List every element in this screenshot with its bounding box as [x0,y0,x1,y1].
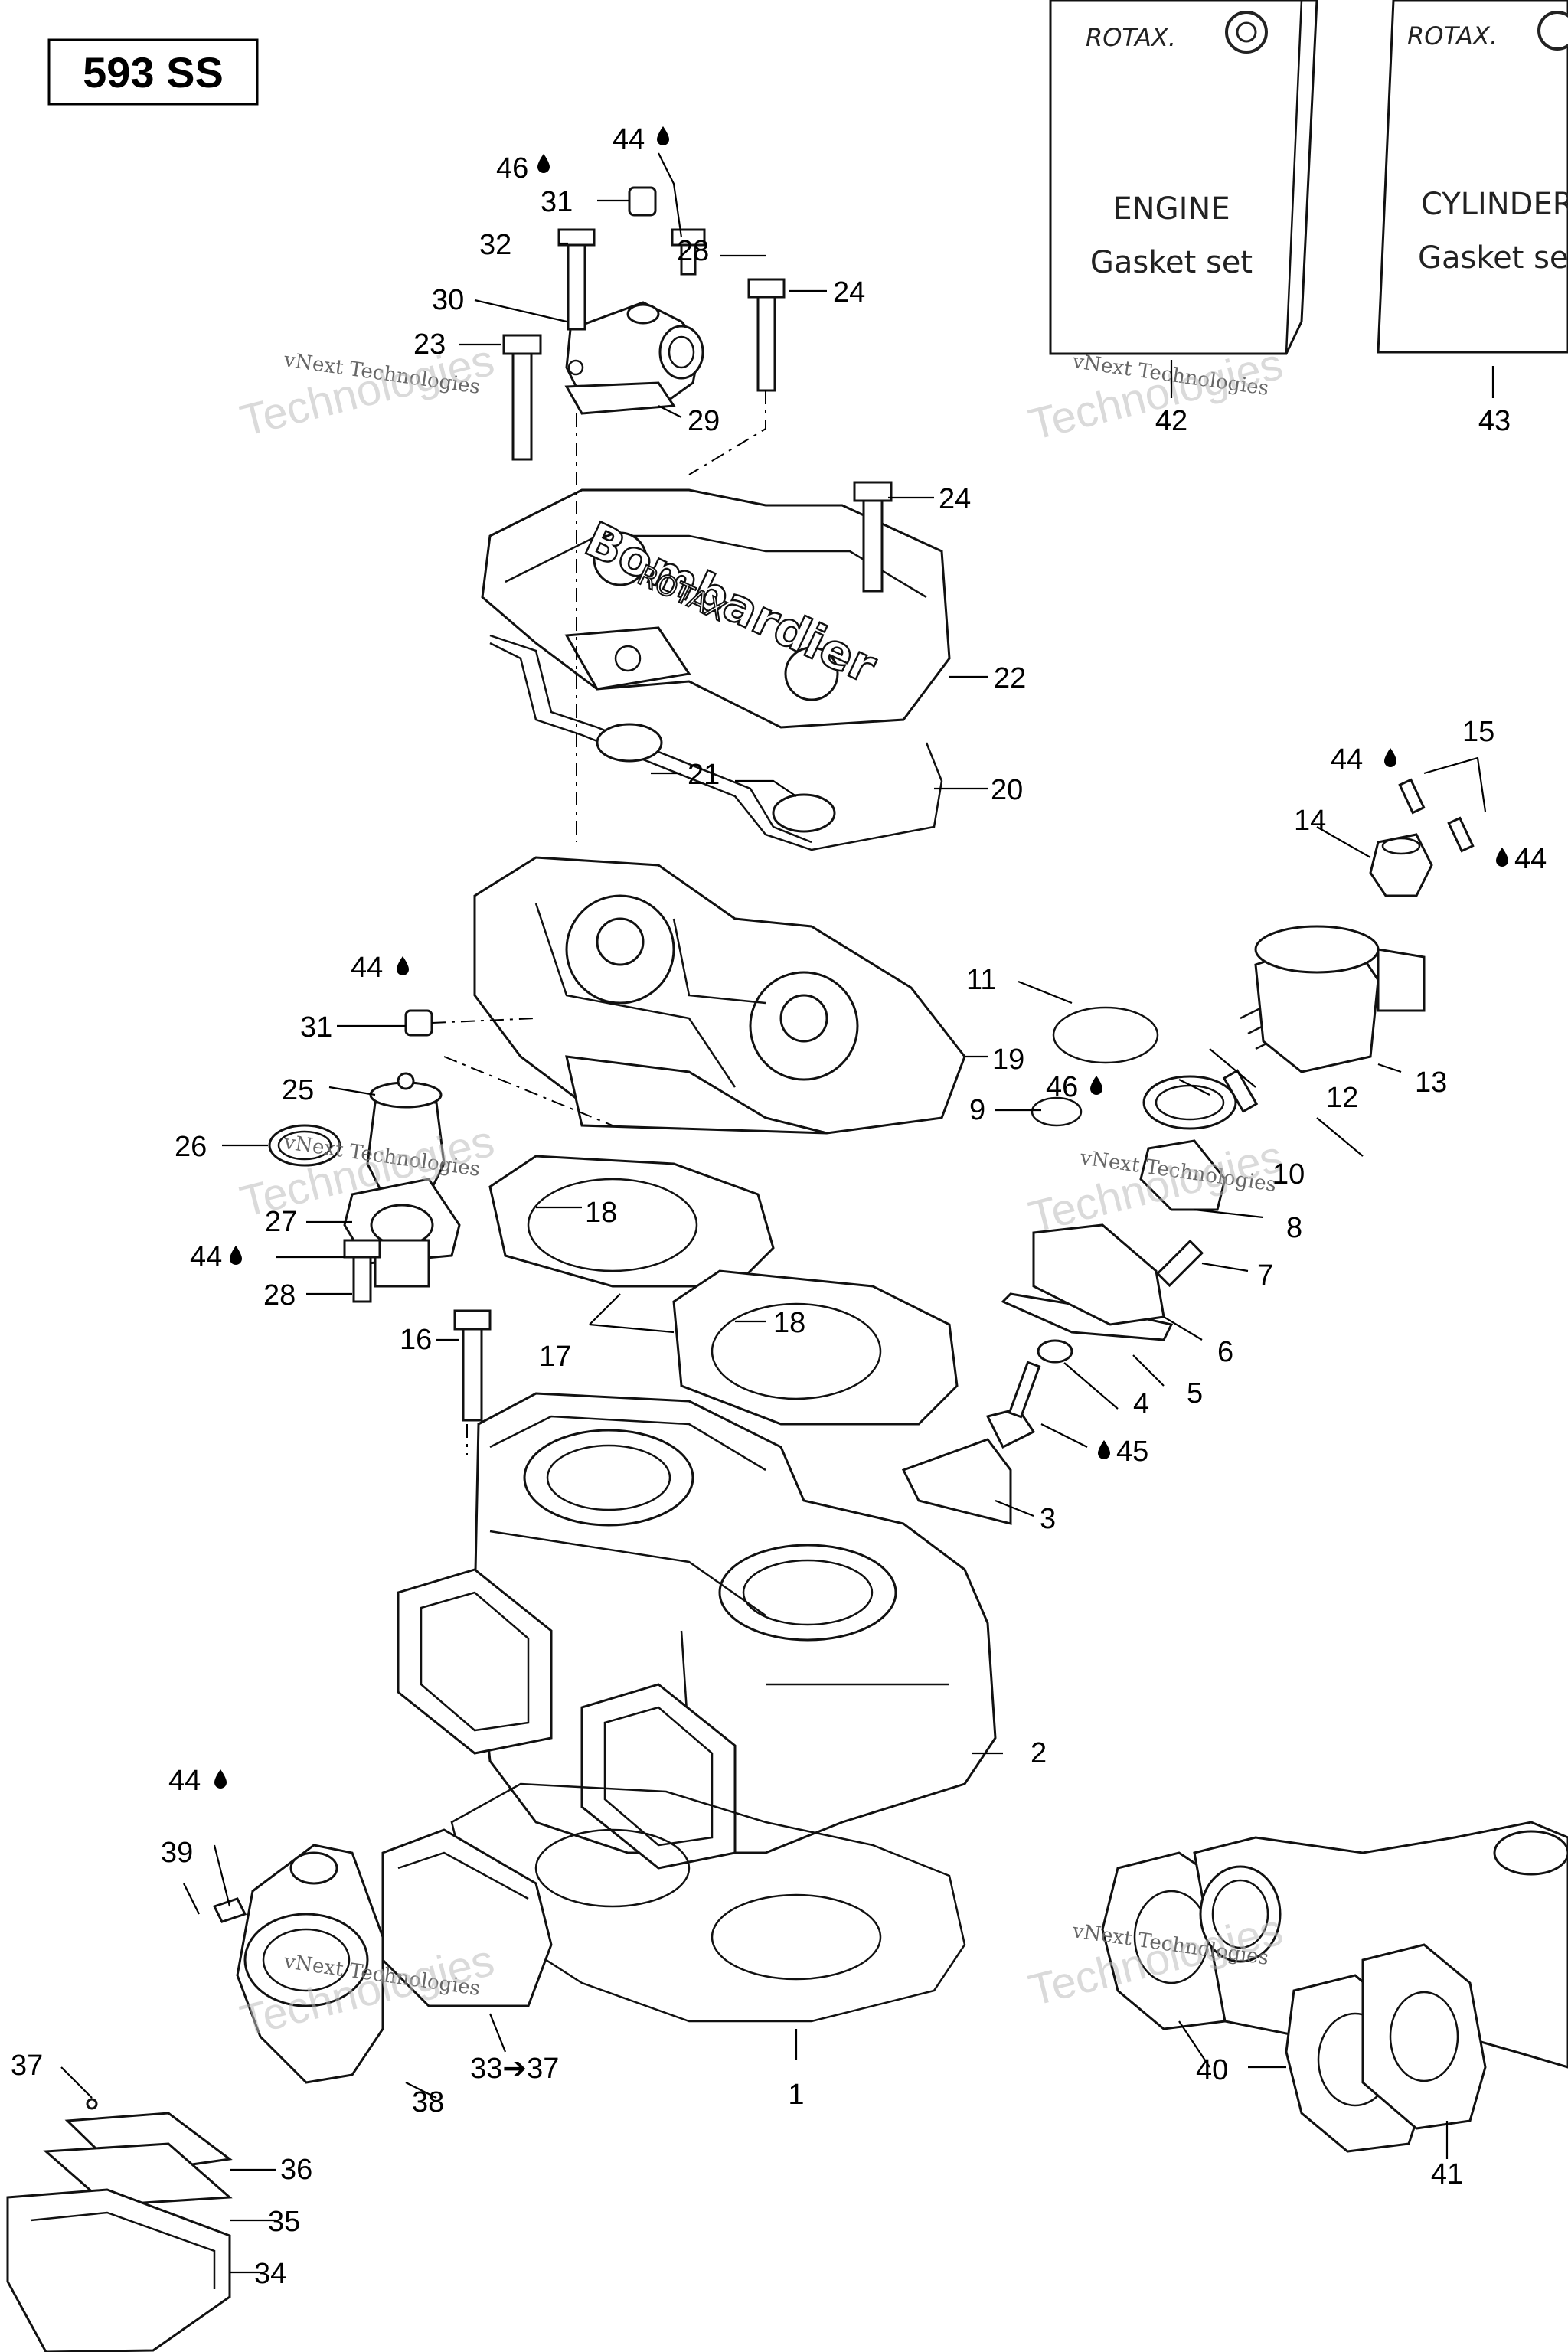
callout-30: 30 [432,284,464,316]
thermostat-group [268,1072,461,1303]
callout-11: 11 [966,964,996,996]
bag-brand-cylinder: ROTAX. [1407,21,1498,51]
lube-44-right-upper: 44 [1331,743,1363,776]
callout-37: 37 [11,2050,43,2082]
bag-engine-line1: ENGINE [1112,191,1230,227]
callout-35: 35 [268,2206,300,2238]
callout-29: 29 [688,405,720,437]
lube-labels: 46 44 44 44 44 46 44 45 44 [168,123,1547,1797]
callout-22: 22 [994,662,1026,694]
callout-25: 25 [282,1074,314,1106]
head-cover-gasket [489,642,943,851]
callout-17: 17 [539,1341,571,1373]
lube-44-bottom: 44 [168,1765,201,1797]
callout-42: 42 [1155,405,1187,437]
head-gasket [488,1155,959,1426]
callout-14: 14 [1294,805,1326,837]
lube-44-right-lower: 44 [1514,843,1547,875]
callout-9: 9 [969,1094,985,1126]
callout-18b: 18 [773,1307,805,1339]
callout-33: 33➔37 [470,2053,559,2085]
cylinder-head [473,856,966,1135]
bolt-16 [453,1309,492,1422]
lube-46-middle: 46 [1046,1071,1078,1103]
callout-41: 41 [1431,2158,1463,2190]
bag-cylinder-line2: Gasket se [1418,240,1568,276]
lube-44-bolt-28: 44 [190,1241,222,1273]
intake-manifold [212,1828,553,2084]
callout-27: 27 [265,1206,297,1238]
callout-28b: 28 [263,1279,296,1312]
callout-31a: 31 [541,186,573,218]
callout-23: 23 [413,328,446,361]
callout-15: 15 [1462,716,1494,748]
callout-43: 43 [1478,405,1511,437]
water-outlet-assembly [502,186,786,461]
callout-39: 39 [161,1837,193,1869]
bag-cylinder-line1: CYLINDER [1421,187,1568,222]
watermark-1: Technologies [235,335,498,446]
callout-7: 7 [1257,1259,1273,1292]
cylinder-head-cover: Bombardier ROTAX [481,488,951,729]
callout-18a: 18 [585,1197,617,1229]
exhaust-manifold [1101,1821,1568,2153]
callout-19: 19 [992,1044,1024,1076]
reed-valve-stack [6,2098,233,2352]
callout-8: 8 [1286,1212,1302,1244]
lube-44-top: 44 [612,123,645,155]
leader-lines [60,152,1494,2274]
o-ring-21-left [596,723,663,763]
callout-32: 32 [479,229,511,261]
callout-2: 2 [1031,1737,1047,1769]
lube-45: 45 [1116,1436,1148,1468]
callout-12: 12 [1326,1082,1358,1114]
cylinder-gasket-set-bag: ROTAX. CYLINDER Gasket se [1377,0,1568,354]
model-title: 593 SS [83,48,224,96]
callout-6: 6 [1217,1336,1233,1368]
lube-46-top: 46 [496,152,528,185]
bag-engine-line2: Gasket set [1090,245,1253,280]
callout-36: 36 [280,2154,312,2186]
callout-1: 1 [788,2079,804,2111]
callout-34: 34 [254,2258,286,2290]
callout-4: 4 [1133,1388,1149,1420]
callout-10: 10 [1272,1158,1305,1191]
exhaust-valve-cover-bolts [1369,778,1475,897]
engine-gasket-set-bag: ROTAX. ENGINE Gasket set [1049,0,1318,355]
callout-3: 3 [1040,1503,1056,1535]
bag-brand-engine: ROTAX. [1086,23,1176,52]
callout-20: 20 [991,774,1023,806]
callout-31b: 31 [300,1011,332,1044]
plug-31-lower [404,1009,433,1037]
callout-5: 5 [1187,1377,1203,1410]
o-ring-21-right [772,793,836,833]
bolt-24-second [853,481,893,593]
callout-40: 40 [1196,2054,1228,2086]
callout-13: 13 [1415,1067,1447,1099]
callout-26: 26 [175,1131,207,1163]
cylinder-intake-ports [397,1568,737,1870]
callout-21: 21 [688,759,720,791]
exhaust-valve-group [901,925,1426,1525]
assembly-lines [431,390,766,1455]
model-title-box: 593 SS [47,38,259,106]
callout-28a: 28 [677,235,709,267]
lube-44-left: 44 [351,952,383,984]
callout-24a: 24 [833,276,865,309]
callout-38: 38 [412,2086,444,2118]
callout-16: 16 [400,1324,432,1356]
base-gasket [450,1782,966,2023]
callout-24b: 24 [939,483,971,515]
callout-labels: 1 2 3 4 5 6 7 8 9 10 11 12 13 14 15 16 1… [11,186,1511,2290]
